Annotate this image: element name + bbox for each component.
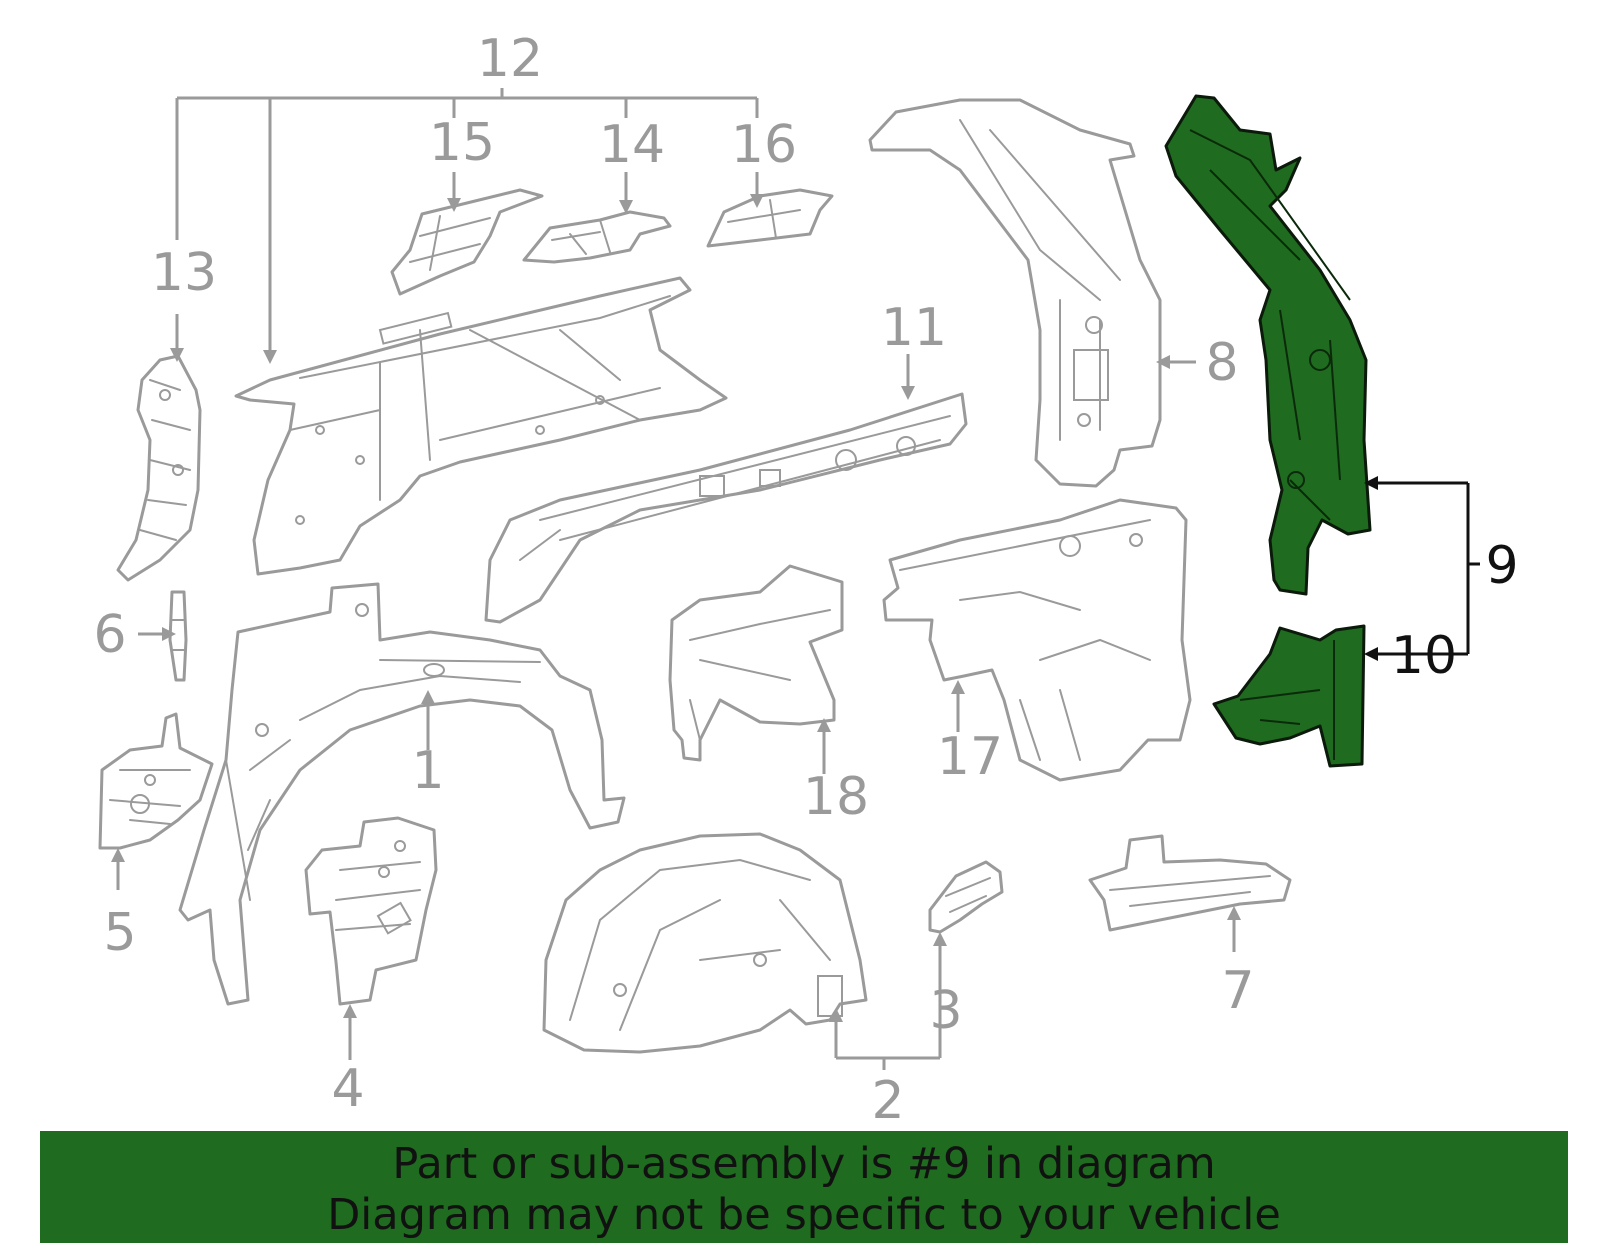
callout-16: 16 [731,115,797,175]
callout-11: 11 [881,298,947,358]
arrowheads [111,194,1378,1022]
banner-line-1: Part or sub-assembly is #9 in diagram [392,1139,1216,1189]
part-9-highlighted [1164,94,1372,596]
part-4 [304,816,438,1006]
part-5 [98,712,214,850]
part-8 [868,98,1162,488]
callout-6: 6 [93,605,126,665]
part-7 [1088,834,1292,932]
part-14 [522,210,672,264]
part-10 [1212,624,1366,768]
callout-17: 17 [937,727,1003,787]
part-17 [882,498,1192,782]
part-6 [168,590,188,682]
callout-8: 8 [1205,333,1238,393]
callout-15: 15 [429,113,495,173]
callout-12: 12 [477,29,543,89]
banner-line-2: Diagram may not be specific to your vehi… [327,1190,1281,1240]
callout-10: 10 [1391,626,1457,686]
info-banner: Part or sub-assembly is #9 in diagram Di… [40,1131,1568,1243]
callout-18: 18 [803,767,869,827]
part-12 [234,276,728,576]
callout-1: 1 [411,741,444,801]
part-15 [390,188,544,296]
part-1 [178,582,626,1006]
part-16 [706,188,834,248]
callout-5: 5 [103,903,136,963]
part-11 [484,392,968,624]
callout-labels: 12 13 15 14 16 11 8 9 10 6 1 18 17 5 4 3… [93,29,1518,1131]
callout-13: 13 [151,243,217,303]
callout-2: 2 [871,1071,904,1131]
callout-14: 14 [599,115,665,175]
callout-9: 9 [1485,536,1518,596]
callout-4: 4 [331,1059,364,1119]
callout-3: 3 [929,981,962,1041]
part-13 [116,354,202,582]
leader-lines [116,88,1480,1070]
part-18 [668,564,844,762]
part-2 [542,832,868,1054]
callout-7: 7 [1221,961,1254,1021]
part-3 [928,860,1004,934]
